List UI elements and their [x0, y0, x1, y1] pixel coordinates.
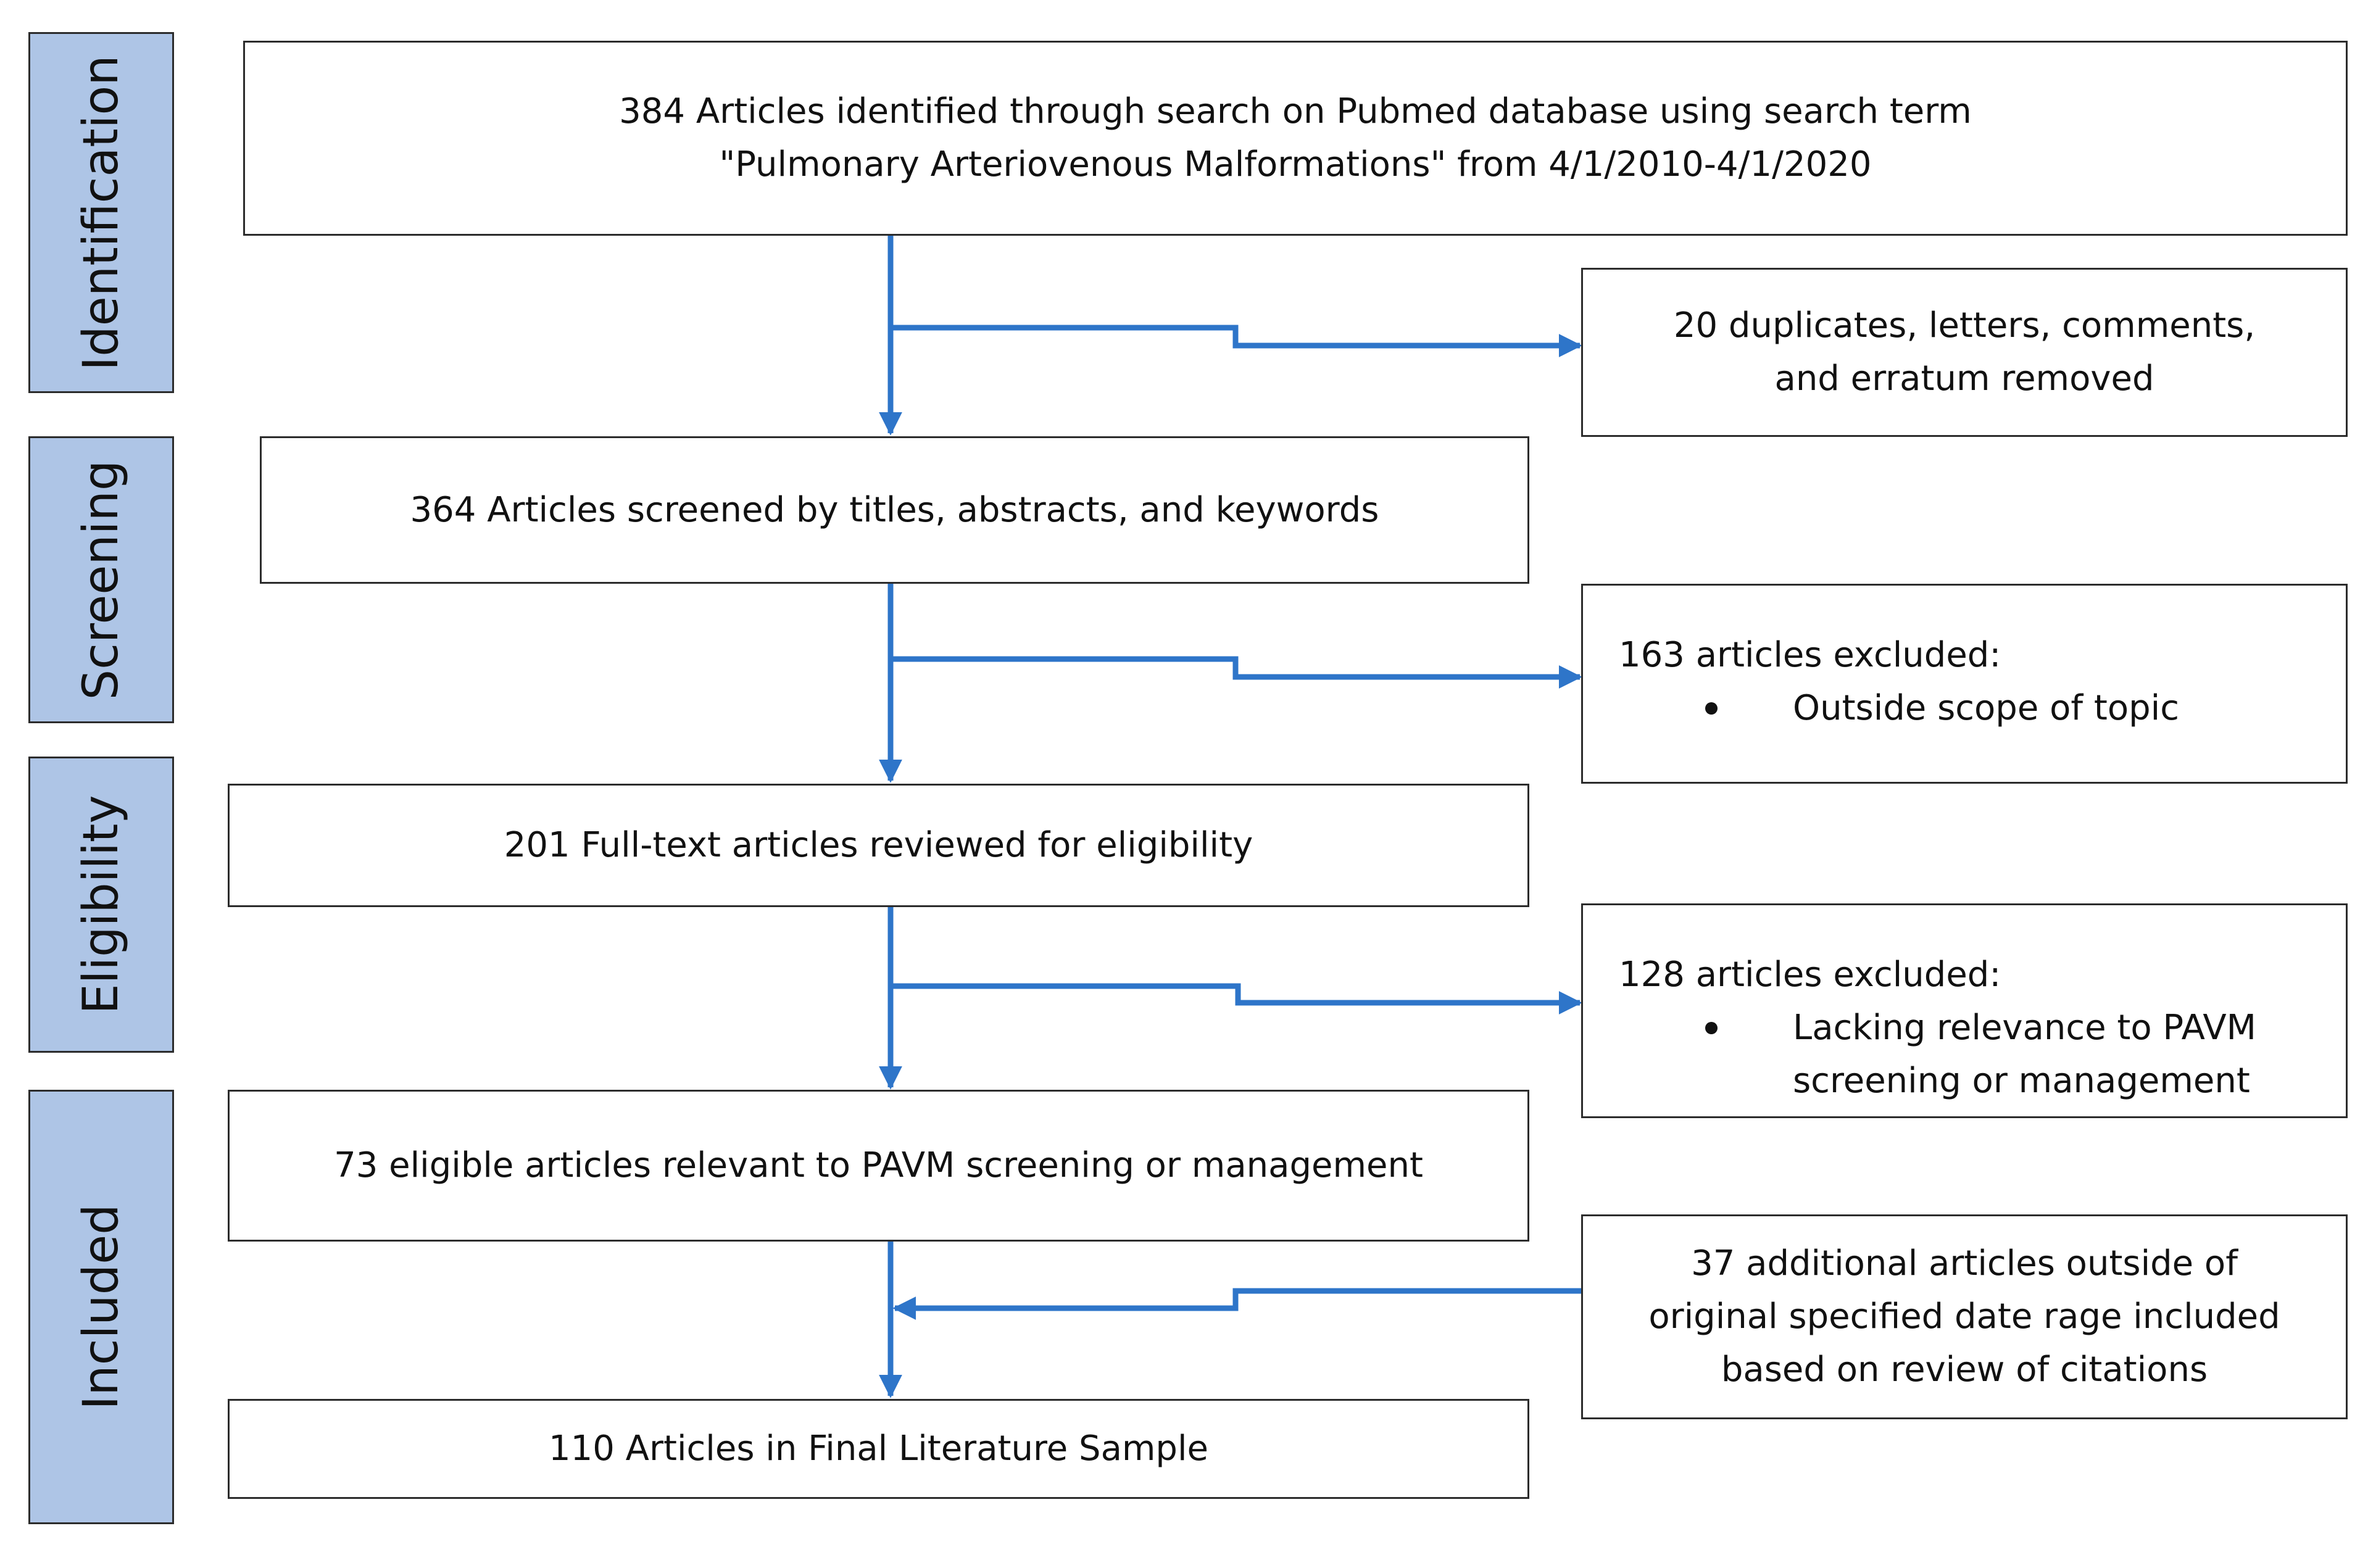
- excluded-2-bullet-line2: screening or management: [1793, 1061, 2250, 1101]
- stage-identification-label: Identification: [73, 54, 129, 371]
- excluded-2-bullet-item: Lacking relevance to PAVM screening or m…: [1705, 1002, 2256, 1108]
- stage-included: Included: [28, 1090, 174, 1524]
- additional-text-line3: based on review of citations: [1721, 1350, 2208, 1390]
- arrow-to-removed: [891, 325, 1582, 357]
- stage-screening-label: Screening: [73, 460, 129, 700]
- excluded-2-bullet-text: Lacking relevance to PAVM screening or m…: [1793, 1002, 2256, 1108]
- arrow-to-excluded-2: [891, 983, 1582, 1014]
- arrow-to-excluded-1: [891, 656, 1582, 689]
- excluded-1-bullet-item: Outside scope of topic: [1705, 682, 2179, 735]
- excluded-box-2: 128 articles excluded: Lacking relevance…: [1581, 903, 2348, 1118]
- stage-included-label: Included: [73, 1204, 129, 1410]
- additional-text-line2: original specified date rage included: [1648, 1296, 2280, 1337]
- stage-screening: Screening: [28, 436, 174, 723]
- final-text: 110 Articles in Final Literature Sample: [548, 1429, 1208, 1469]
- stage-identification: Identification: [28, 32, 174, 393]
- identified-box: 384 Articles identified through search o…: [243, 41, 2348, 236]
- removed-text-line1: 20 duplicates, letters, comments,: [1673, 305, 2256, 346]
- removed-text-line2: and erratum removed: [1774, 359, 2154, 399]
- excluded-1-title: 163 articles excluded:: [1619, 635, 2001, 675]
- stage-eligibility: Eligibility: [28, 757, 174, 1053]
- excluded-2-title: 128 articles excluded:: [1619, 955, 2001, 995]
- excluded-2-bullet-line1: Lacking relevance to PAVM: [1793, 1008, 2256, 1048]
- eligible-text: 73 eligible articles relevant to PAVM sc…: [334, 1145, 1423, 1185]
- fulltext-text: 201 Full-text articles reviewed for elig…: [504, 825, 1253, 865]
- eligible-box: 73 eligible articles relevant to PAVM sc…: [228, 1090, 1529, 1242]
- screened-text: 364 Articles screened by titles, abstrac…: [410, 489, 1379, 530]
- bullet-dot-icon: [1705, 702, 1718, 715]
- excluded-box-1: 163 articles excluded: Outside scope of …: [1581, 584, 2348, 784]
- arrow-from-additional: [892, 1288, 1581, 1320]
- identified-text-line2: "Pulmonary Arteriovenous Malformations" …: [719, 144, 1872, 185]
- fulltext-box: 201 Full-text articles reviewed for elig…: [228, 784, 1529, 907]
- excluded-1-bullet-text: Outside scope of topic: [1793, 688, 2179, 728]
- additional-box: 37 additional articles outside of origin…: [1581, 1214, 2348, 1419]
- additional-text-line1: 37 additional articles outside of: [1691, 1243, 2238, 1284]
- bullet-dot-icon: [1705, 1022, 1718, 1034]
- removed-box: 20 duplicates, letters, comments, and er…: [1581, 268, 2348, 437]
- final-box: 110 Articles in Final Literature Sample: [228, 1399, 1529, 1499]
- stage-eligibility-label: Eligibility: [73, 795, 129, 1014]
- screened-box: 364 Articles screened by titles, abstrac…: [260, 436, 1529, 584]
- identified-text-line1: 384 Articles identified through search o…: [619, 91, 1972, 131]
